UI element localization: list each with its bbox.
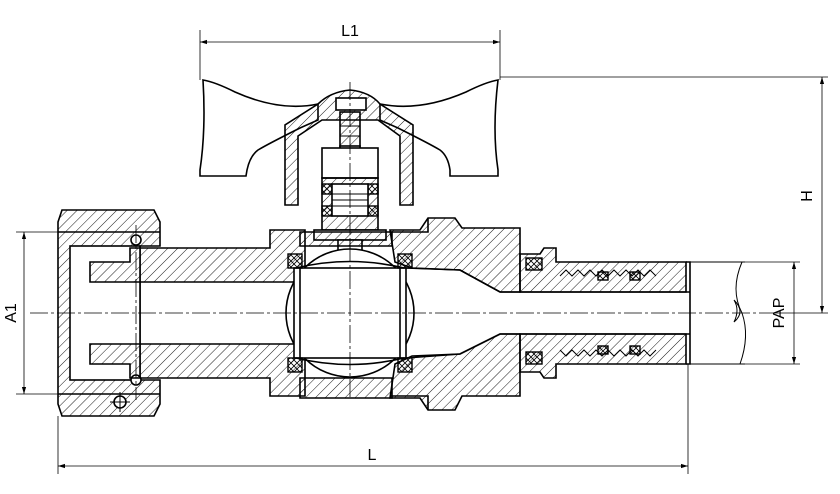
dimension-label-l: L bbox=[368, 447, 377, 464]
dimension-label-a1: A1 bbox=[3, 303, 20, 323]
dimension-label-l1: L1 bbox=[341, 23, 359, 40]
dimension-L: L bbox=[57, 364, 689, 474]
centerlines bbox=[30, 82, 760, 400]
dimension-PAP: PAP bbox=[745, 261, 800, 365]
dimension-label-pap: PAP bbox=[771, 298, 788, 329]
dimension-label-h: H bbox=[799, 190, 816, 202]
dimension-L1: L1 bbox=[199, 23, 501, 80]
valve-body bbox=[299, 217, 521, 411]
butterfly-handle bbox=[199, 79, 499, 177]
dimension-H: H bbox=[500, 76, 828, 314]
dimension-A1: A1 bbox=[3, 231, 58, 395]
